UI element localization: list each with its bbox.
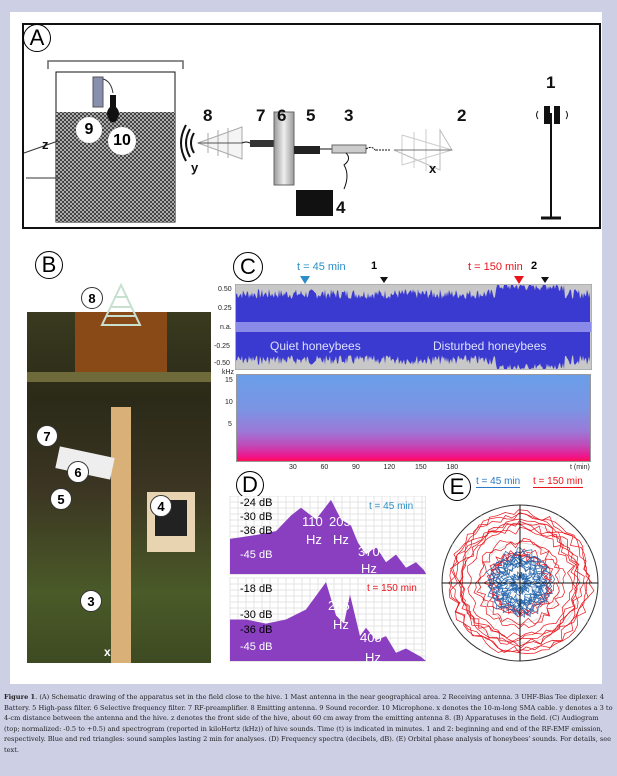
microphone — [107, 95, 119, 123]
red-triangle-marker — [514, 276, 524, 284]
panel-c-label: C — [233, 252, 263, 282]
marker-2-triangle — [541, 277, 549, 283]
spec-y-tick: 15 — [225, 377, 233, 384]
spec-y-tick: 5 — [228, 421, 232, 428]
peak-label: 370 — [358, 544, 380, 559]
label-2: 2 — [457, 106, 467, 125]
photo-label-x: x — [104, 645, 111, 659]
battery — [296, 190, 333, 216]
db-label: -36 dB — [240, 525, 273, 537]
panel-b-label: B — [35, 251, 63, 279]
emitted-waves-icon — [180, 124, 195, 162]
marker-1-label: 1 — [371, 260, 378, 272]
label-5: 5 — [306, 106, 316, 125]
wave-y-tick: n.a. — [220, 324, 232, 331]
time-x-tick: 90 — [352, 464, 360, 471]
label-6: 6 — [277, 106, 287, 125]
panel-a-label: A — [23, 24, 51, 52]
label-8: 8 — [203, 106, 213, 125]
label-4: 4 — [336, 198, 346, 217]
marker-1-triangle — [380, 277, 388, 283]
photo-label-7: 7 — [36, 425, 58, 447]
orbital-phase-plot — [441, 504, 599, 662]
marker-2-label: 2 — [531, 260, 538, 272]
time-x-tick: 30 — [289, 464, 297, 471]
label-10: 10 — [108, 127, 136, 155]
label-9: 9 — [76, 117, 102, 143]
khz-label: kHz — [222, 369, 235, 376]
time-x-tick: 150 — [415, 464, 427, 471]
high-pass-filter — [294, 146, 320, 154]
peak-label: 110 — [302, 514, 323, 529]
peak-unit: Hz — [306, 532, 322, 547]
caption-label: Figure 1 — [4, 693, 36, 701]
field-photo — [27, 312, 211, 663]
peak-unit: Hz — [333, 617, 349, 632]
photo-label-6: 6 — [67, 461, 89, 483]
db-label: -45 dB — [240, 641, 273, 653]
peak-unit: Hz — [361, 561, 377, 576]
quiet-honeybees-label: Quiet honeybees — [270, 339, 361, 353]
label-1: 1 — [546, 73, 556, 92]
panel-d-label: D — [236, 471, 264, 499]
t45-marker-label: t = 45 min — [297, 261, 346, 273]
peak-label: 205 — [329, 514, 351, 529]
db-label: -45 dB — [240, 549, 273, 561]
waveform-center-band — [236, 322, 591, 332]
audiogram — [235, 284, 592, 370]
db-label: -24 dB — [240, 497, 273, 509]
label-3: 3 — [344, 106, 354, 125]
spectrum-bottom — [229, 577, 426, 662]
label-z: z — [42, 137, 49, 152]
photo-label-4: 4 — [150, 495, 172, 517]
db-label: -36 dB — [240, 624, 273, 636]
legend-t45: t = 45 min — [476, 476, 521, 488]
label-x: x — [429, 161, 437, 176]
peak-label: 205 — [328, 598, 350, 613]
blue-triangle-marker — [300, 276, 310, 284]
wave-y-tick: 0.25 — [218, 305, 232, 312]
wave-y-tick: -0.50 — [214, 360, 230, 367]
caption-text: . (A) Schematic drawing of the apparatus… — [4, 693, 613, 754]
bias-tee — [331, 144, 367, 154]
spec-y-tick: 10 — [225, 399, 233, 406]
disturbed-honeybees-label: Disturbed honeybees — [433, 339, 547, 353]
panel-a-frame — [22, 23, 601, 229]
wave-y-tick: -0.25 — [214, 343, 230, 350]
time-axis-label: t (min) — [570, 464, 590, 471]
frequency-spectra — [229, 496, 426, 662]
db-label: -18 dB — [240, 583, 273, 595]
time-x-tick: 60 — [320, 464, 329, 471]
peak-unit: Hz — [365, 650, 381, 665]
polar-grid-spoke — [480, 515, 521, 584]
time-markers — [300, 276, 549, 284]
sound-recorder — [92, 76, 104, 108]
photo-label-8: 8 — [81, 287, 103, 309]
label-y: y — [191, 160, 199, 175]
time-x-tick: 120 — [383, 464, 396, 471]
peak-unit: Hz — [333, 532, 349, 547]
photo-label-5: 5 — [50, 488, 72, 510]
figure-caption: Figure 1. (A) Schematic drawing of the a… — [4, 692, 614, 755]
schematic-diagram — [23, 60, 568, 223]
polar-grid-spoke — [519, 515, 560, 584]
rf-preamplifier — [250, 140, 274, 147]
label-7: 7 — [256, 106, 266, 125]
panel-e-label: E — [443, 473, 471, 501]
legend-t150: t = 150 min — [533, 476, 583, 488]
time-x-tick: 180 — [446, 464, 459, 471]
wave-y-tick: 0.50 — [218, 286, 232, 293]
emitting-antenna-photo — [100, 283, 142, 326]
spectrum-top — [229, 496, 426, 575]
peak-label: 405 — [360, 630, 382, 645]
hive-roof-bracket — [47, 60, 184, 69]
t150-marker-label: t = 150 min — [468, 261, 523, 273]
photo-label-3: 3 — [80, 590, 102, 612]
db-label: -30 dB — [240, 511, 273, 523]
db-label: -30 dB — [240, 609, 273, 621]
spectrum-bottom-title: t = 150 min — [367, 583, 417, 594]
spectrum-top-title: t = 45 min — [369, 501, 414, 512]
mast-antenna — [544, 106, 550, 124]
spectrogram — [236, 374, 591, 462]
